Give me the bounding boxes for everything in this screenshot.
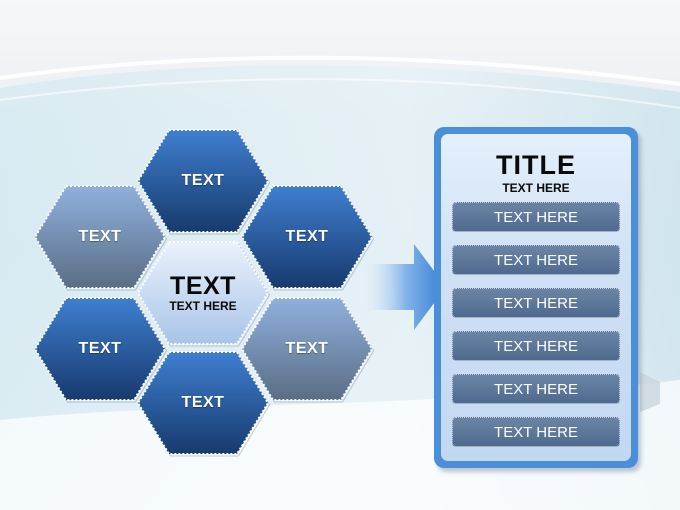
- hexagon-upper-right[interactable]: TEXT: [240, 184, 375, 291]
- panel-item[interactable]: TEXT HERE: [452, 417, 620, 447]
- center-title: TEXT: [170, 272, 236, 300]
- right-arrow-icon: [356, 244, 446, 330]
- panel-item[interactable]: TEXT HERE: [452, 245, 620, 275]
- hexagon-label: TEXT: [181, 394, 225, 411]
- hexagon-label: TEXT: [78, 228, 122, 245]
- center-subtitle: TEXT HERE: [169, 299, 237, 313]
- panel-title: TITLE: [496, 150, 576, 180]
- hexagon-label: TEXT: [285, 340, 329, 357]
- hexagon-lower-right[interactable]: TEXT: [240, 296, 375, 403]
- panel-subtitle: TEXT HERE: [502, 181, 570, 195]
- hexagon-lower-left[interactable]: TEXT: [33, 296, 168, 403]
- hexagon-top[interactable]: TEXT: [136, 128, 271, 235]
- hexagon-label: TEXT: [285, 228, 329, 245]
- panel-item[interactable]: TEXT HERE: [452, 288, 620, 318]
- hexagon-center[interactable]: TEXT TEXT HERE: [136, 240, 271, 347]
- panel-item[interactable]: TEXT HERE: [452, 331, 620, 361]
- panel-item[interactable]: TEXT HERE: [452, 374, 620, 404]
- hexagon-bottom[interactable]: TEXT: [136, 350, 271, 457]
- hexagon-label: TEXT: [181, 172, 225, 189]
- hexagon-upper-left[interactable]: TEXT: [33, 184, 168, 291]
- title-panel-body: TITLE TEXT HERE TEXT HERE TEXT HERE TEXT…: [441, 134, 631, 461]
- panel-item[interactable]: TEXT HERE: [452, 202, 620, 232]
- hexagon-label: TEXT: [78, 340, 122, 357]
- title-panel: TITLE TEXT HERE TEXT HERE TEXT HERE TEXT…: [434, 127, 638, 468]
